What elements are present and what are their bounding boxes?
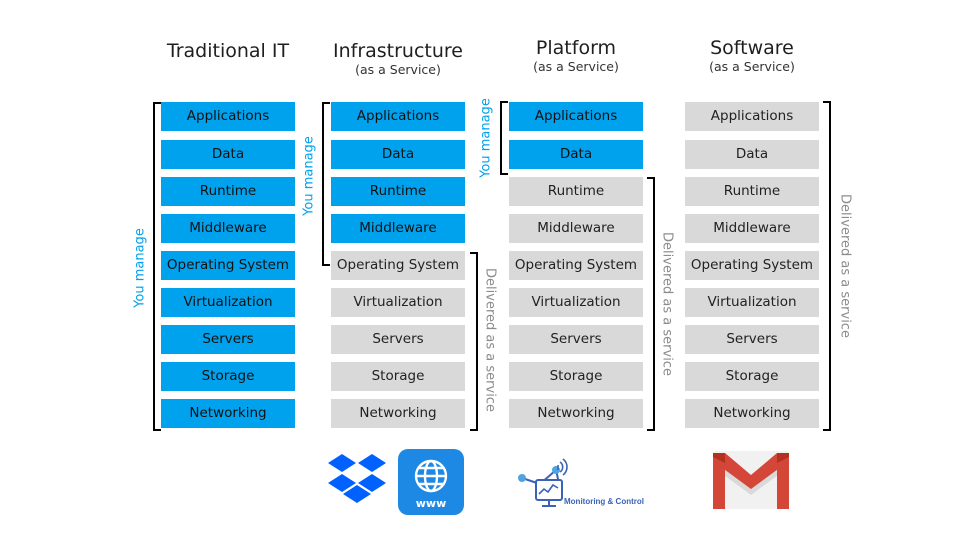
column-subtitle-text: (as a Service) xyxy=(709,59,795,74)
you-manage-label-iaas: You manage xyxy=(301,136,317,216)
layer-operating-system: Operating System xyxy=(509,251,643,280)
layer-data: Data xyxy=(509,140,643,169)
layer-runtime: Runtime xyxy=(161,177,295,206)
layer-data: Data xyxy=(161,140,295,169)
column-title-iaas: Infrastructure (as a Service) xyxy=(308,40,488,78)
layer-storage: Storage xyxy=(331,362,465,391)
layer-applications: Applications xyxy=(685,102,819,131)
monitoring-control-icon: Monitoring & Control xyxy=(518,458,644,507)
layer-networking: Networking xyxy=(685,399,819,428)
layer-servers: Servers xyxy=(331,325,465,354)
you-manage-bracket-traditional xyxy=(153,102,161,431)
layer-data: Data xyxy=(331,140,465,169)
layer-runtime: Runtime xyxy=(509,177,643,206)
you-manage-label-traditional: You manage xyxy=(132,228,148,308)
column-title-text: Traditional IT xyxy=(166,40,290,62)
www-globe-icon: www xyxy=(398,449,464,515)
layer-middleware: Middleware xyxy=(161,214,295,243)
layer-servers: Servers xyxy=(161,325,295,354)
you-manage-bracket-paas xyxy=(500,101,508,175)
you-manage-label-paas: You manage xyxy=(478,98,494,178)
layer-servers: Servers xyxy=(685,325,819,354)
layer-middleware: Middleware xyxy=(685,214,819,243)
delivered-bracket-iaas xyxy=(470,252,478,431)
layer-applications: Applications xyxy=(331,102,465,131)
layer-applications: Applications xyxy=(161,102,295,131)
layer-virtualization: Virtualization xyxy=(331,288,465,317)
dropbox-icon xyxy=(328,454,386,503)
layer-networking: Networking xyxy=(331,399,465,428)
layer-networking: Networking xyxy=(161,399,295,428)
layer-applications: Applications xyxy=(509,102,643,131)
column-subtitle-text: (as a Service) xyxy=(533,59,619,74)
layer-middleware: Middleware xyxy=(509,214,643,243)
column-subtitle-text: (as a Service) xyxy=(355,62,441,77)
layer-storage: Storage xyxy=(685,362,819,391)
layer-storage: Storage xyxy=(161,362,295,391)
layer-operating-system: Operating System xyxy=(685,251,819,280)
monitoring-control-label: Monitoring & Control xyxy=(564,497,644,506)
delivered-label-saas: Delivered as a service xyxy=(837,194,853,338)
you-manage-bracket-iaas xyxy=(322,102,330,266)
layer-virtualization: Virtualization xyxy=(161,288,295,317)
layer-virtualization: Virtualization xyxy=(509,288,643,317)
layer-virtualization: Virtualization xyxy=(685,288,819,317)
layer-middleware: Middleware xyxy=(331,214,465,243)
column-title-text: Software xyxy=(710,37,794,59)
layer-storage: Storage xyxy=(509,362,643,391)
layer-runtime: Runtime xyxy=(685,177,819,206)
delivered-label-iaas: Delivered as a service xyxy=(482,268,498,412)
delivered-bracket-paas xyxy=(647,177,655,431)
gmail-icon xyxy=(713,451,789,509)
column-title-text: Infrastructure xyxy=(332,40,463,62)
column-title-traditional-it: Traditional IT xyxy=(138,40,318,62)
layer-networking: Networking xyxy=(509,399,643,428)
layer-runtime: Runtime xyxy=(331,177,465,206)
column-title-saas: Software (as a Service) xyxy=(662,37,842,75)
www-label: www xyxy=(416,497,447,510)
delivered-label-paas: Delivered as a service xyxy=(659,232,675,376)
layer-operating-system: Operating System xyxy=(161,251,295,280)
column-title-text: Platform xyxy=(535,37,617,59)
layer-servers: Servers xyxy=(509,325,643,354)
delivered-bracket-saas xyxy=(823,101,831,431)
column-title-paas: Platform (as a Service) xyxy=(486,37,666,75)
layer-operating-system: Operating System xyxy=(331,251,465,280)
layer-data: Data xyxy=(685,140,819,169)
